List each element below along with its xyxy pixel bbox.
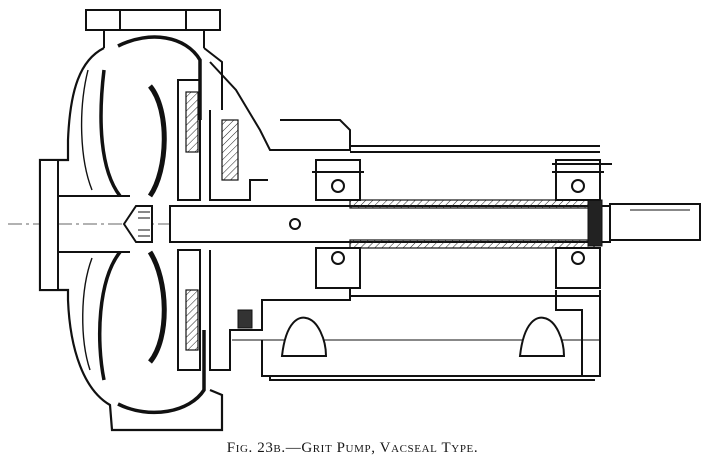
ball-bearings <box>312 159 612 289</box>
support-feet <box>280 290 583 376</box>
impeller <box>122 79 201 371</box>
suction-flange <box>39 159 59 291</box>
seal-housing <box>209 61 351 371</box>
figure-caption: Fig. 23b.—Grit Pump, Vacseal Type. <box>226 440 479 456</box>
shaft <box>169 199 701 249</box>
volute-casing <box>38 35 224 432</box>
pump-cross-section-drawing <box>8 9 701 432</box>
discharge-flange <box>85 9 221 48</box>
